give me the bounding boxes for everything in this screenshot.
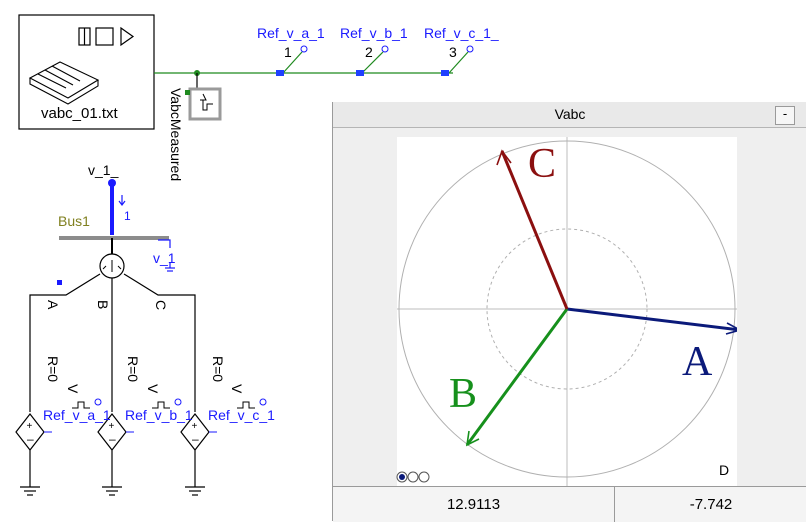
phasor-b-arrowhead bbox=[465, 430, 480, 447]
plot-corner-label: D bbox=[719, 462, 730, 478]
measurement-block[interactable] bbox=[185, 87, 222, 121]
phasor-b bbox=[465, 308, 569, 446]
voltage-sources: + – + – + – bbox=[15, 413, 210, 451]
source-b-v-label: V bbox=[145, 384, 161, 394]
measurement-label: VabcMeasured bbox=[168, 88, 184, 182]
signal-bus-wire bbox=[154, 51, 469, 74]
svg-text:+: + bbox=[109, 421, 115, 432]
port-number-1: 1 bbox=[284, 44, 292, 60]
source-b-ref: Ref_v_b_1 bbox=[125, 407, 193, 423]
file-block-filename: vabc_01.txt bbox=[41, 105, 118, 122]
source-b-r-label: R=0 bbox=[125, 356, 141, 383]
source-c-r-label: R=0 bbox=[210, 356, 226, 383]
phase-wires bbox=[29, 273, 196, 412]
minimize-button[interactable]: - bbox=[775, 106, 795, 125]
player-controls-icon bbox=[78, 26, 135, 47]
file-block[interactable] bbox=[18, 14, 155, 130]
source-a-v-label: V bbox=[65, 384, 81, 394]
ref-top-a: Ref_v_a_1 bbox=[257, 25, 325, 41]
inner-dashed-circle bbox=[486, 228, 648, 390]
source-a-r-label: R=0 bbox=[45, 356, 61, 383]
phasor-c-arrowhead bbox=[496, 149, 512, 166]
svg-text:–: – bbox=[27, 432, 34, 446]
readout-value-1: 12.9113 bbox=[333, 487, 615, 522]
bus-name: Bus1 bbox=[58, 213, 90, 229]
ref-top-c: Ref_v_c_1_ bbox=[424, 25, 499, 41]
bus-current-label: 1 bbox=[124, 209, 131, 223]
svg-text:+: + bbox=[192, 421, 198, 432]
ground-symbols bbox=[20, 450, 205, 496]
phasor-a-label: A bbox=[682, 339, 713, 385]
ref-port-circles bbox=[300, 45, 474, 53]
ref-top-b: Ref_v_b_1 bbox=[340, 25, 408, 41]
voltage-probe bbox=[108, 179, 126, 235]
readout-bar: 12.9113 -7.742 bbox=[333, 486, 806, 522]
phasor-c-label: C bbox=[528, 141, 557, 187]
phase-c-label: C bbox=[153, 300, 169, 311]
readout-value-2: -7.742 bbox=[689, 496, 733, 513]
phasor-scope-window[interactable]: Vabc - A B C D 12.9113 -7.742 bbox=[332, 102, 806, 522]
phase-b-label: B bbox=[95, 300, 111, 310]
page-dots[interactable] bbox=[395, 470, 435, 484]
phase-a-label: A bbox=[45, 300, 61, 310]
source-c-ref: Ref_v_c_1 bbox=[208, 407, 275, 423]
svg-text:+: + bbox=[27, 421, 33, 432]
ref-ports bbox=[276, 70, 449, 76]
book-icon bbox=[28, 61, 100, 105]
phasor-b-label: B bbox=[449, 371, 478, 417]
phasor-a bbox=[566, 307, 741, 332]
phasor-plot[interactable]: A B C D bbox=[397, 137, 743, 487]
scope-title: Vabc bbox=[333, 102, 806, 128]
phasor-c bbox=[500, 150, 569, 310]
port-number-3: 3 bbox=[449, 44, 457, 60]
port-number-2: 2 bbox=[365, 44, 373, 60]
bus-voltage-label: v_1_ bbox=[88, 162, 119, 178]
source-c-v-label: V bbox=[229, 384, 245, 394]
outer-circle bbox=[398, 140, 736, 478]
bus-probe-icon bbox=[158, 239, 175, 272]
source-a-ref: Ref_v_a_1 bbox=[43, 407, 111, 423]
phasor-svg bbox=[397, 137, 743, 487]
svg-text:–: – bbox=[109, 432, 116, 446]
bus-probe-label: v_1 bbox=[153, 250, 176, 266]
svg-text:–: – bbox=[192, 432, 199, 446]
